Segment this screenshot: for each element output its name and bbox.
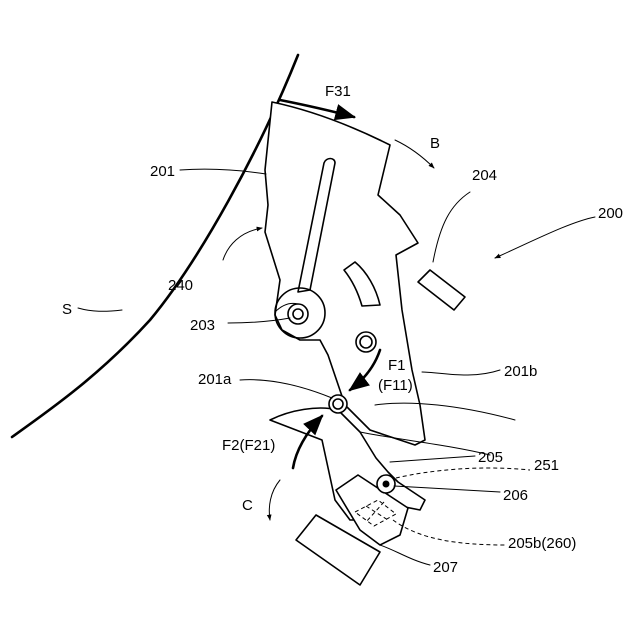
label-f31: F31 — [325, 83, 351, 100]
label-201a: 201a — [198, 371, 232, 388]
label-205b: 205b(260) — [508, 535, 576, 552]
arrow-b — [395, 140, 434, 168]
label-f1: F1 — [388, 357, 406, 374]
label-201b: 201b — [504, 363, 537, 380]
leader-201 — [180, 169, 266, 174]
label-204: 204 — [472, 167, 497, 184]
label-f11: (F11) — [378, 377, 413, 394]
arrow-c — [269, 480, 280, 520]
leader-205b — [393, 520, 505, 545]
leader-s — [78, 308, 122, 311]
arrow-200 — [495, 217, 595, 258]
pivot-206 — [377, 475, 395, 493]
leader-201a — [240, 380, 332, 398]
leader-204 — [433, 192, 470, 262]
label-203: 203 — [190, 317, 215, 334]
label-s: S — [62, 301, 72, 318]
label-200: 200 — [598, 205, 623, 222]
label-b: B — [430, 135, 440, 152]
leader-205 — [390, 456, 475, 462]
spring-251-dashed — [396, 468, 530, 478]
arrow-240 — [223, 228, 262, 260]
label-f2: F2(F21) — [222, 437, 275, 454]
label-251: 251 — [534, 457, 559, 474]
label-206: 206 — [503, 487, 528, 504]
sensor-204 — [418, 270, 465, 310]
label-205: 205 — [478, 449, 503, 466]
label-201: 201 — [150, 163, 175, 180]
leader-201b — [422, 370, 500, 375]
label-240: 240 — [168, 277, 193, 294]
leader-207 — [380, 545, 430, 565]
label-207: 207 — [433, 559, 458, 576]
label-c: C — [242, 497, 253, 514]
